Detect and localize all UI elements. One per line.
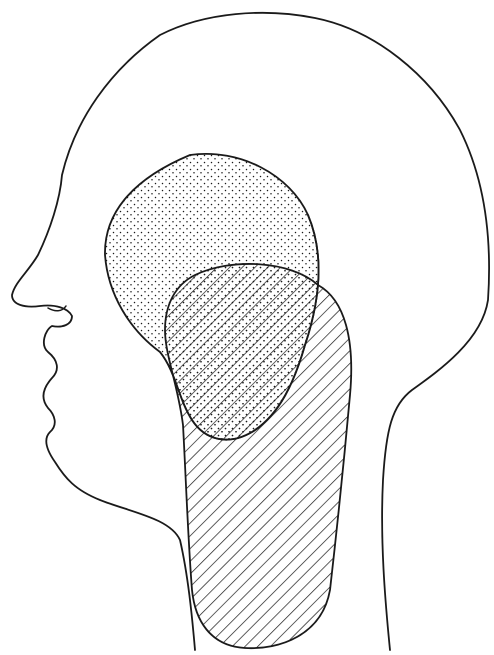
head-diagram [0,0,494,655]
diagram-canvas [0,0,494,655]
